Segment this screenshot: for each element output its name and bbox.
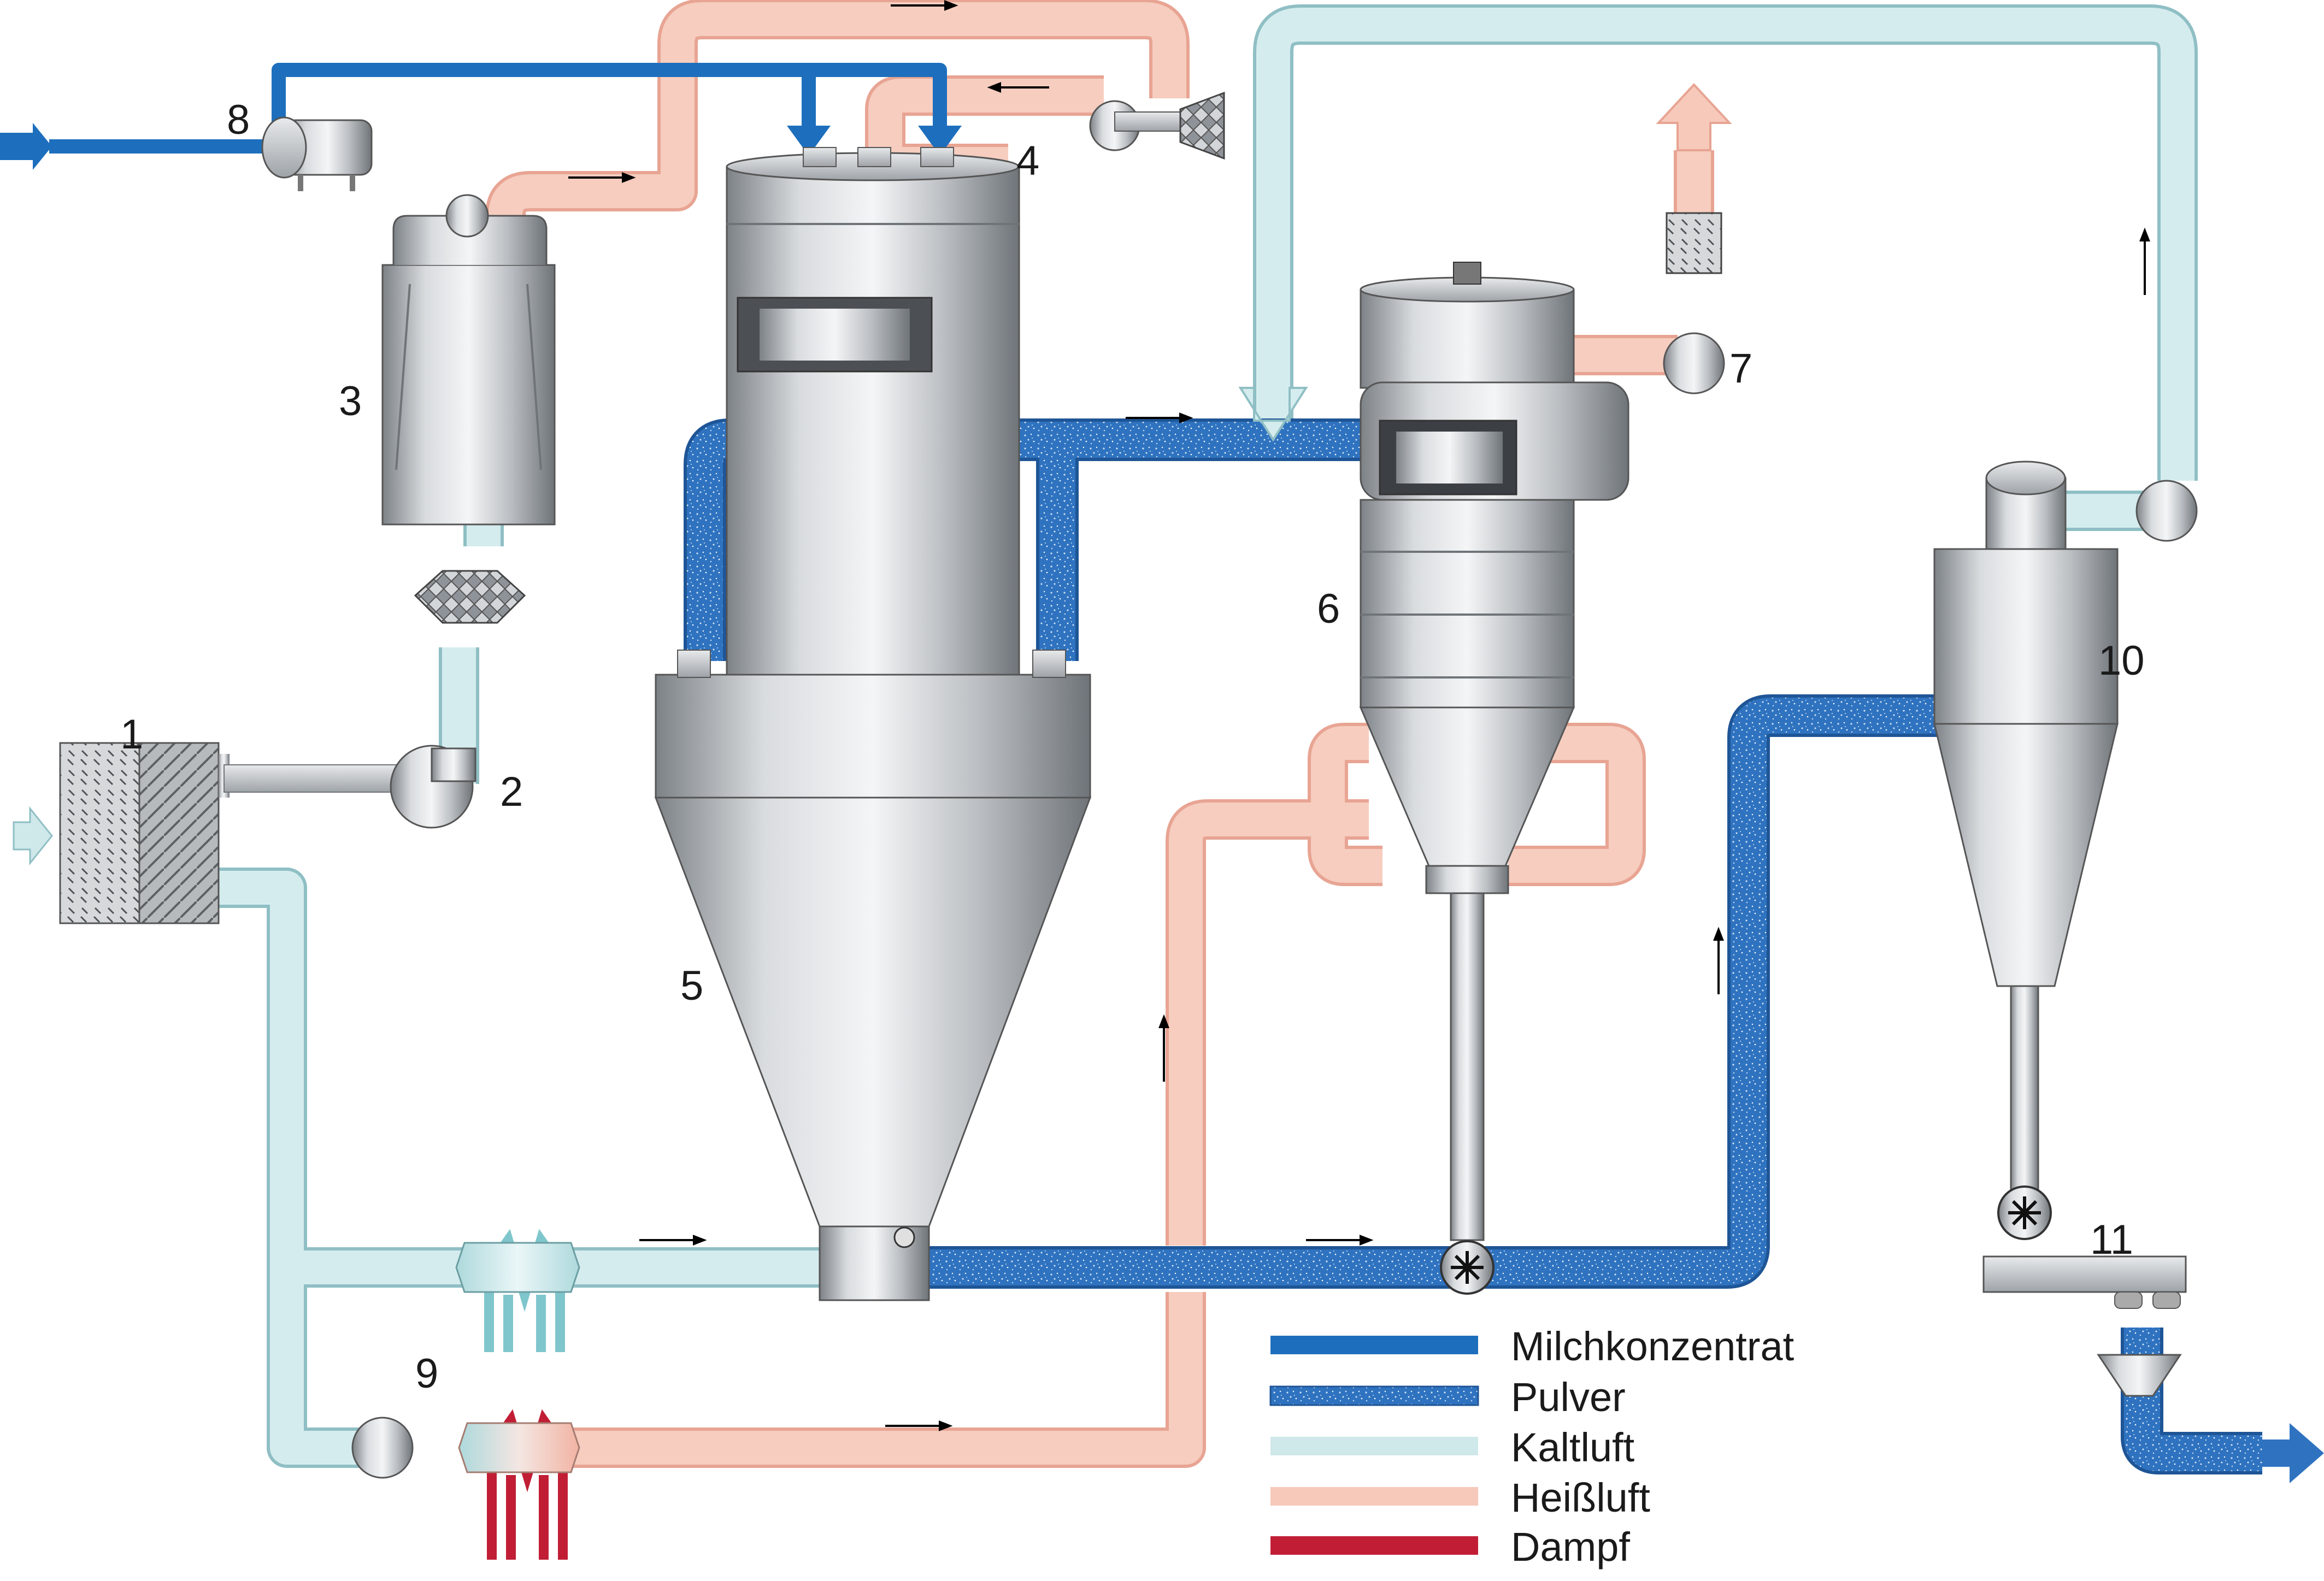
- fan-4: [1089, 91, 1225, 160]
- powder-pipes: [684, 418, 2262, 1474]
- label-8: 8: [227, 97, 250, 143]
- label-6: 6: [1317, 586, 1340, 632]
- label-7: 7: [1729, 345, 1752, 392]
- label-1: 1: [120, 711, 143, 758]
- arrow-icon: [568, 0, 2150, 1431]
- label-4: 4: [1016, 138, 1039, 184]
- legend-label-milchkonzentrat: Milchkonzentrat: [1511, 1324, 1795, 1369]
- air-filter-1: [13, 742, 230, 924]
- spray-tower-5: [654, 147, 1092, 1301]
- legend-swatch-heissluft: [1270, 1487, 1478, 1506]
- legend-swatch-milchkonzentrat: [1270, 1336, 1478, 1354]
- exhaust-fan-7: [1656, 83, 1732, 394]
- legend-label-pulver: Pulver: [1511, 1374, 1626, 1420]
- legend-label-heissluft: Heißluft: [1511, 1475, 1650, 1520]
- label-9: 9: [415, 1350, 438, 1397]
- legend-item-heissluft: Heißluft: [1270, 1475, 1650, 1520]
- air-heaters-9: [351, 1242, 580, 1479]
- legend-swatch-pulver: [1269, 1385, 1479, 1406]
- fluid-bed-6: [1359, 262, 1629, 1241]
- legend-swatch-dampf: [1270, 1536, 1478, 1555]
- label-5: 5: [680, 963, 703, 1009]
- legend-label-kaltluft: Kaltluft: [1511, 1425, 1635, 1470]
- legend-item-dampf: Dampf: [1270, 1524, 1630, 1570]
- air-heater-3: [381, 194, 556, 624]
- legend-item-kaltluft: Kaltluft: [1270, 1425, 1635, 1470]
- sieve-11: [1982, 1255, 2324, 1483]
- rotary-valve-icon: [1440, 1240, 1495, 1295]
- hot-air-pipes: [485, 0, 1714, 1468]
- cyclone-10: [1933, 461, 2198, 1192]
- legend-item-pulver: Pulver: [1269, 1374, 1626, 1420]
- label-10: 10: [2098, 638, 2145, 684]
- arrow-icon: [1238, 387, 1308, 442]
- label-3: 3: [339, 378, 362, 424]
- arrow-icon: [0, 123, 962, 170]
- pump-8: [261, 116, 373, 191]
- legend-item-milchkonzentrat: Milchkonzentrat: [1270, 1324, 1795, 1369]
- milk-concentrate-pipes: [49, 63, 947, 154]
- legend-swatch-kaltluft: [1270, 1437, 1478, 1455]
- legend-label-dampf: Dampf: [1511, 1524, 1630, 1570]
- label-11: 11: [2090, 1217, 2133, 1263]
- rotary-valve-icon: [1997, 1185, 2052, 1240]
- label-2: 2: [500, 769, 523, 815]
- legend: Milchkonzentrat Pulver Kaltluft Heißluft…: [1269, 1324, 1795, 1570]
- fan-icon: [390, 745, 476, 829]
